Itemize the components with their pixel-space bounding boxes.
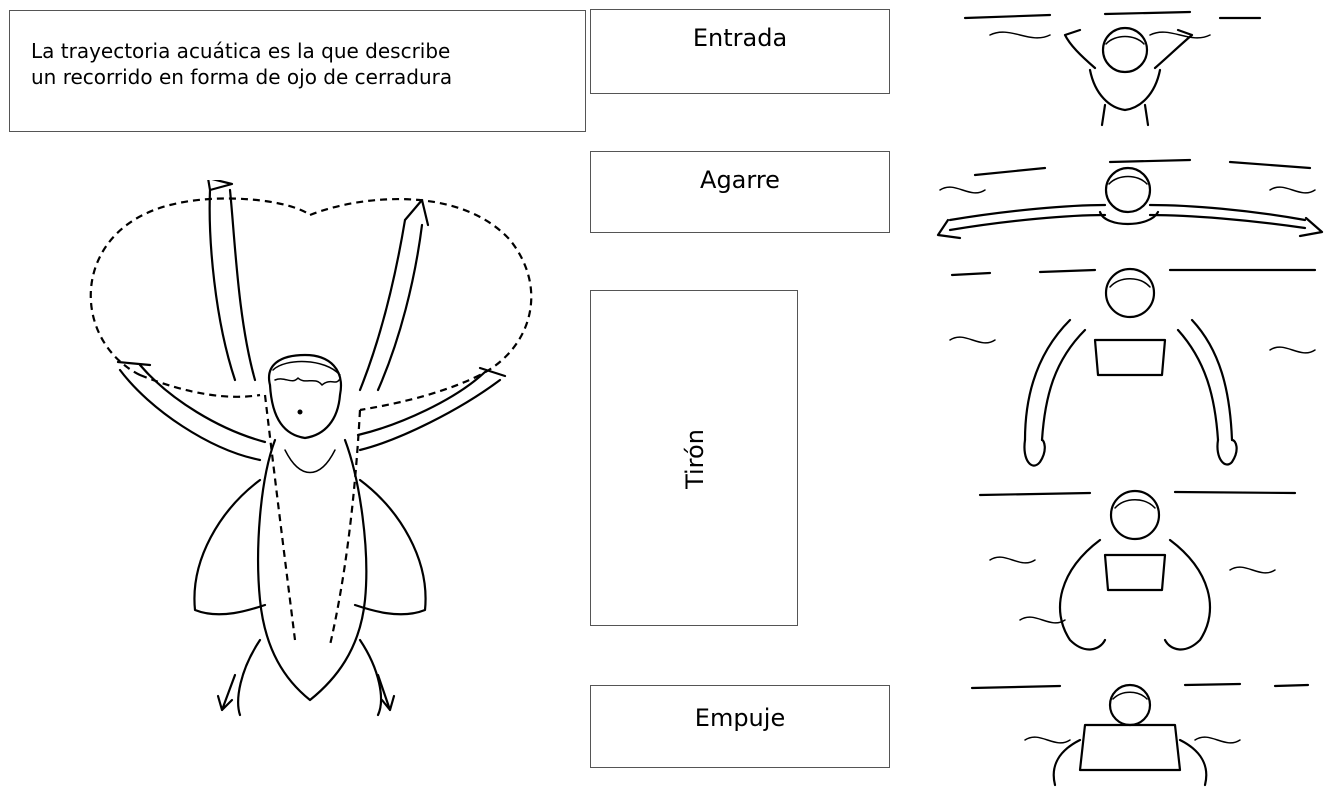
description-box: La trayectoria acuática es la que descri… <box>9 10 586 132</box>
phase-box-tiron: Tirón <box>590 290 798 626</box>
phase-label-empuje: Empuje <box>694 704 786 732</box>
phase-label-entrada: Entrada <box>692 24 788 52</box>
phase-label-agarre: Agarre <box>700 166 780 194</box>
swimmer-frame-empuje <box>970 682 1310 787</box>
swimmer-front-illustration <box>89 180 533 717</box>
phase-box-entrada: Entrada <box>590 9 890 94</box>
phase-box-agarre: Agarre <box>590 151 890 233</box>
swimmer-frame-agarre <box>936 158 1324 240</box>
swimmer-frame-tiron <box>949 267 1317 467</box>
swimmer-frame-tiron-2 <box>978 489 1297 651</box>
description-text: La trayectoria acuática es la que descri… <box>31 39 453 89</box>
swimmer-frame-entrada <box>963 10 1262 127</box>
keyhole-trajectory <box>89 197 533 646</box>
phase-box-empuje: Empuje <box>590 685 890 768</box>
swimmer-top-view-sequence <box>936 10 1324 787</box>
phase-label-tiron: Tirón <box>681 429 709 489</box>
